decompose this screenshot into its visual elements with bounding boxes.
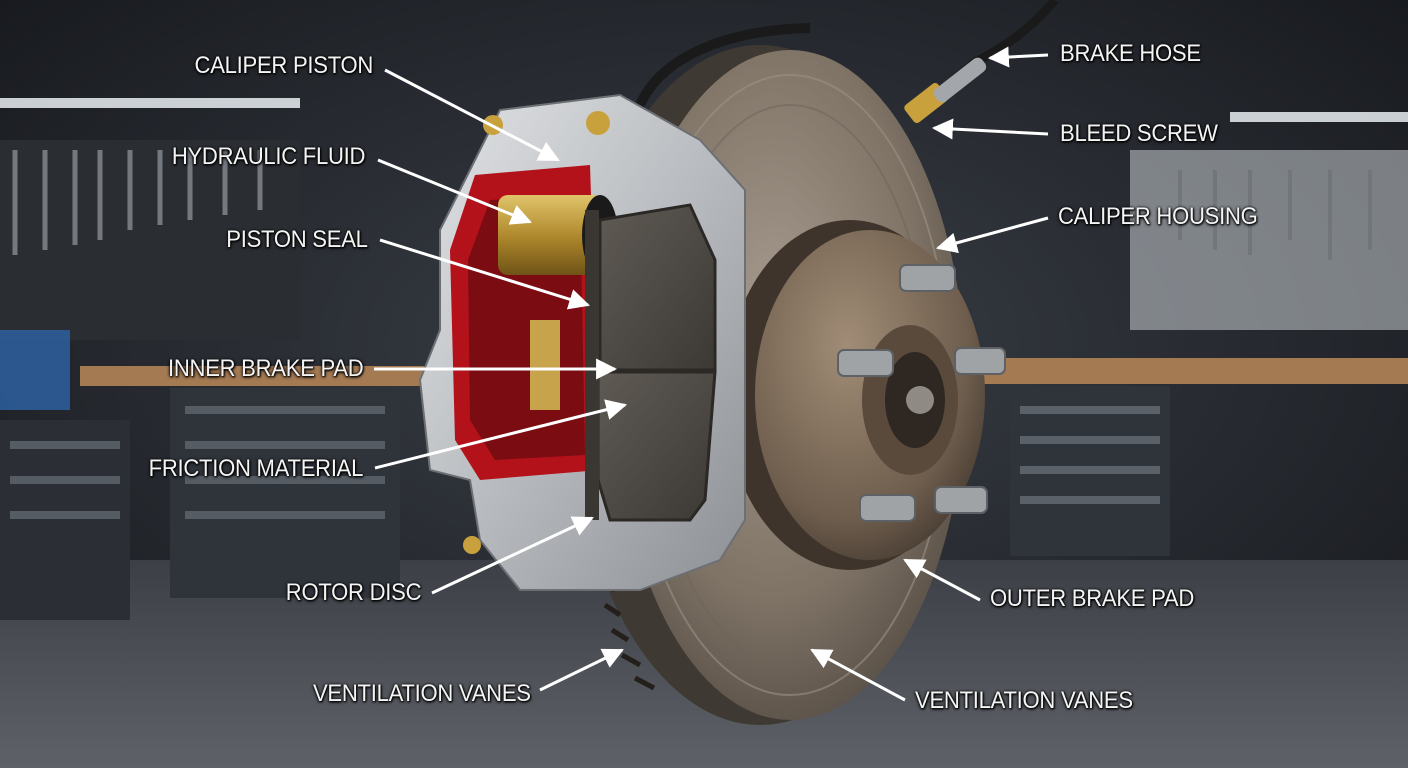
label-rotor-disc: ROTOR DISC bbox=[285, 579, 422, 606]
label-piston-seal: PISTON SEAL bbox=[226, 226, 369, 253]
leader-ventilation-vanes-right bbox=[810, 648, 906, 702]
leader-brake-hose bbox=[987, 46, 1049, 68]
label-bleed-screw: BLEED SCREW bbox=[1060, 120, 1218, 147]
label-friction-material: FRICTION MATERIAL bbox=[148, 455, 364, 482]
label-inner-brake-pad: INNER BRAKE PAD bbox=[167, 355, 364, 382]
brake-pads-shape bbox=[585, 203, 717, 522]
leader-hydraulic-fluid bbox=[377, 158, 532, 225]
leader-lines bbox=[374, 46, 1049, 702]
leader-outer-brake-pad bbox=[903, 558, 981, 602]
label-caliper-housing: CALIPER HOUSING bbox=[1058, 203, 1258, 230]
label-brake-hose: BRAKE HOSE bbox=[1060, 40, 1201, 67]
label-ventilation-vanes-right: VENTILATION VANES bbox=[915, 687, 1133, 714]
leader-caliper-housing bbox=[935, 216, 1049, 254]
leader-bleed-screw bbox=[931, 118, 1049, 140]
hub-shape bbox=[725, 220, 1006, 570]
brake-hose-shape bbox=[635, 0, 1059, 123]
label-ventilation-vanes-left: VENTILATION VANES bbox=[313, 680, 531, 707]
leader-piston-seal bbox=[379, 238, 591, 310]
leader-ventilation-vanes-left bbox=[539, 648, 624, 692]
leader-rotor-disc bbox=[431, 516, 594, 595]
leader-caliper-piston bbox=[384, 68, 560, 162]
label-outer-brake-pad: OUTER BRAKE PAD bbox=[990, 585, 1195, 612]
label-hydraulic-fluid: HYDRAULIC FLUID bbox=[171, 143, 366, 170]
label-caliper-piston: CALIPER PISTON bbox=[194, 52, 373, 79]
leader-friction-material bbox=[374, 399, 628, 470]
